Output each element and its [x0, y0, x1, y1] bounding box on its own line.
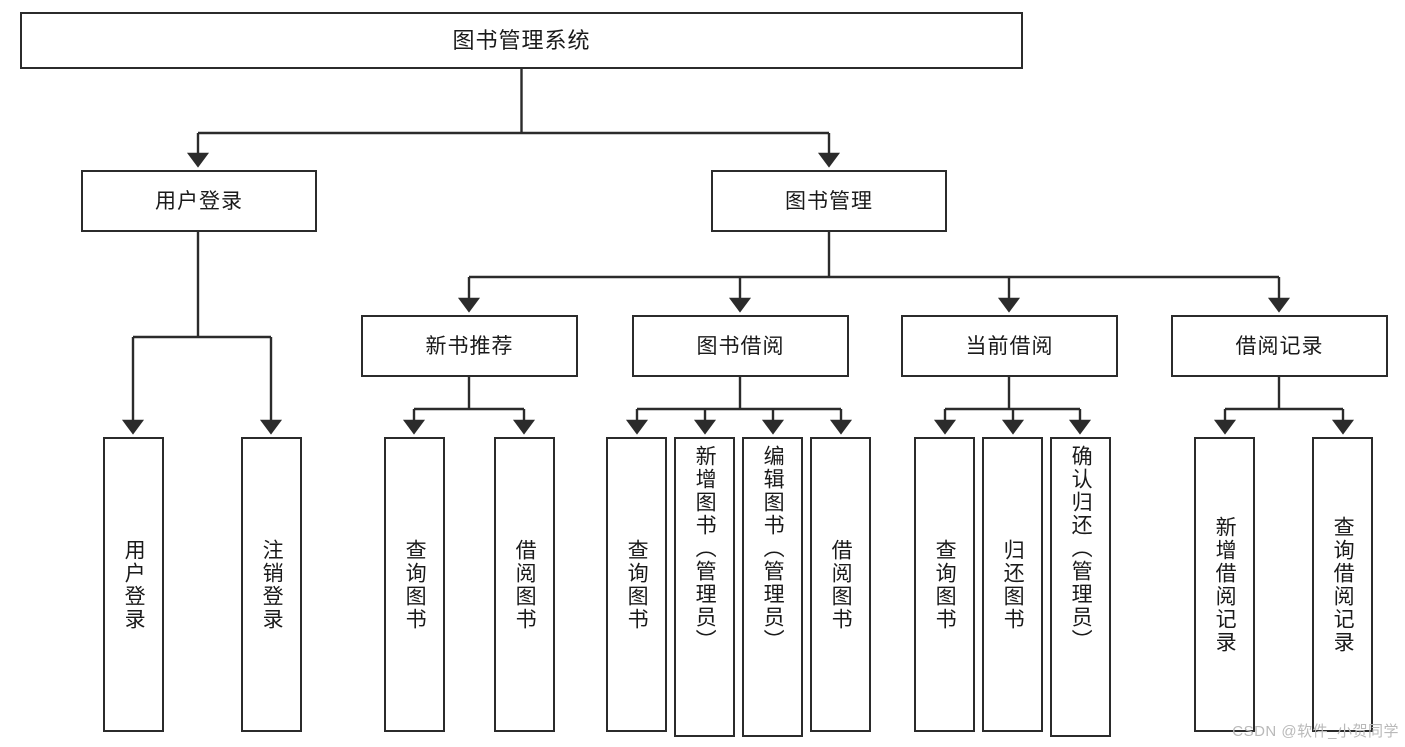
node-label: 查询图书 [403, 538, 427, 631]
node-label: 查询图书 [933, 538, 957, 631]
node-label: 图书管理 [785, 189, 873, 213]
node-label: 确认归还（管理员） [1069, 445, 1093, 652]
node-label: 查询图书 [625, 538, 649, 631]
leaf-add-book-admin[interactable]: 新增图书（管理员） [674, 437, 735, 737]
leaf-query-borrow-record[interactable]: 查询借阅记录 [1312, 437, 1373, 732]
node-label: 新书推荐 [425, 334, 514, 358]
node-current-borrow[interactable]: 当前借阅 [901, 315, 1118, 377]
node-label: 归还图书 [1001, 538, 1025, 631]
node-label: 新增借阅记录 [1213, 515, 1237, 654]
node-label: 当前借阅 [965, 334, 1054, 358]
node-label: 借阅记录 [1235, 334, 1324, 358]
node-borrow-records[interactable]: 借阅记录 [1171, 315, 1388, 377]
leaf-query-book-new[interactable]: 查询图书 [384, 437, 445, 732]
node-label: 借阅图书 [513, 538, 537, 631]
leaf-query-book-current[interactable]: 查询图书 [914, 437, 975, 732]
node-root-system[interactable]: 图书管理系统 [20, 12, 1023, 69]
leaf-query-book-borrow[interactable]: 查询图书 [606, 437, 667, 732]
leaf-logout[interactable]: 注销登录 [241, 437, 302, 732]
node-label: 查询借阅记录 [1331, 515, 1355, 654]
node-user-login[interactable]: 用户登录 [81, 170, 317, 232]
watermark: CSDN @软件_小贺同学 [1232, 723, 1399, 740]
leaf-return-book[interactable]: 归还图书 [982, 437, 1043, 732]
node-new-book-recommend[interactable]: 新书推荐 [361, 315, 578, 377]
node-label: 编辑图书（管理员） [761, 445, 785, 652]
node-label: 用户登录 [155, 189, 243, 213]
leaf-add-borrow-record[interactable]: 新增借阅记录 [1194, 437, 1255, 732]
node-label: 图书借阅 [696, 334, 785, 358]
leaf-borrow-book[interactable]: 借阅图书 [810, 437, 871, 732]
leaf-edit-book-admin[interactable]: 编辑图书（管理员） [742, 437, 803, 737]
leaf-user-login[interactable]: 用户登录 [103, 437, 164, 732]
node-book-borrow[interactable]: 图书借阅 [632, 315, 849, 377]
node-label: 借阅图书 [829, 538, 853, 631]
leaf-confirm-return-admin[interactable]: 确认归还（管理员） [1050, 437, 1111, 737]
leaf-borrow-book-new[interactable]: 借阅图书 [494, 437, 555, 732]
node-label: 用户登录 [122, 538, 146, 631]
node-book-management[interactable]: 图书管理 [711, 170, 947, 232]
node-label: 新增图书（管理员） [693, 445, 717, 652]
node-label: 图书管理系统 [452, 27, 591, 53]
node-label: 注销登录 [260, 538, 284, 631]
